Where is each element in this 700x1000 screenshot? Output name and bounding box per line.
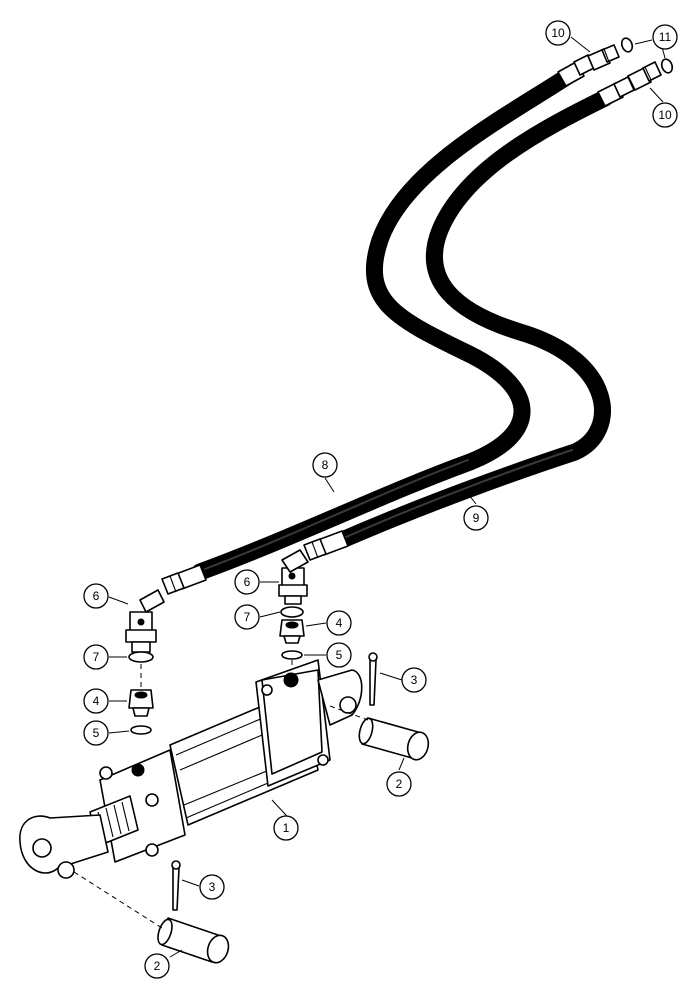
callout-3-right-label: 3: [411, 673, 418, 687]
o-ring-5-left: [130, 725, 152, 735]
callout-6-left-label: 6: [93, 589, 100, 603]
o-ring-5-right: [281, 650, 303, 660]
callout-5-right: 5: [326, 642, 352, 668]
callout-4-left-label: 4: [93, 694, 100, 708]
callout-4-right: 4: [326, 610, 352, 636]
callout-7-right-label: 7: [244, 610, 251, 624]
adapter-fitting-10-upper: [587, 44, 620, 71]
callout-5-left-label: 5: [93, 726, 100, 740]
pin-2-right: [358, 717, 430, 761]
adapter-4-right: [279, 619, 305, 644]
callout-6-right-label: 6: [244, 575, 251, 589]
adapter-fitting-10-lower: [627, 61, 662, 91]
hose-9: [333, 89, 614, 549]
callout-1-label: 1: [283, 821, 290, 835]
callout-5-left: 5: [83, 720, 109, 746]
callout-6-right: 6: [234, 569, 260, 595]
callout-5-right-label: 5: [336, 648, 343, 662]
o-ring-7-left: [128, 651, 154, 663]
callout-10-lower: 10: [652, 102, 678, 128]
callout-8: 8: [312, 452, 338, 478]
callout-2-right-label: 2: [396, 777, 403, 791]
callout-10-lower-label: 10: [658, 108, 672, 122]
callout-7-left-label: 7: [93, 650, 100, 664]
callout-9-label: 9: [473, 511, 480, 525]
o-ring-11-upper: [620, 37, 634, 53]
callout-9: 9: [463, 505, 489, 531]
assembly-line: [73, 871, 163, 929]
callout-11-label: 11: [659, 30, 672, 44]
hose-8: [191, 69, 574, 581]
hose-9-lower-fitting: [303, 530, 349, 561]
elbow-fitting-6-right: [278, 549, 309, 605]
callout-3-right: 3: [401, 667, 427, 693]
hydraulic-cylinder-1: [19, 659, 363, 879]
callout-10-upper: 10: [545, 20, 571, 46]
callout-7-right: 7: [234, 604, 260, 630]
callout-6-left: 6: [83, 583, 109, 609]
callout-4-left: 4: [83, 688, 109, 714]
callout-4-right-label: 4: [336, 616, 343, 630]
callout-8-label: 8: [322, 458, 329, 472]
cotter-pin-3-left: [171, 860, 181, 911]
pin-2-left: [157, 917, 230, 964]
o-ring-7-right: [280, 606, 304, 618]
callout-10-upper-label: 10: [551, 26, 565, 40]
o-ring-11-lower: [660, 58, 674, 74]
callout-2-left-label: 2: [154, 959, 161, 973]
hose-9-upper-fitting: [597, 76, 635, 107]
assembly-line: [329, 705, 369, 721]
callout-2-left: 2: [144, 953, 170, 979]
callout-2-right: 2: [386, 771, 412, 797]
callout-1: 1: [273, 815, 299, 841]
hose-8-lower-fitting: [161, 564, 207, 595]
callout-3-left: 3: [199, 874, 225, 900]
hose-8-upper-fitting: [557, 54, 595, 87]
leader-lines: [108, 36, 666, 958]
cotter-pin-3-right: [368, 652, 378, 706]
elbow-fitting-6-left: [125, 589, 165, 653]
callout-11: 11: [652, 24, 678, 50]
adapter-4-left: [128, 689, 154, 717]
callout-3-left-label: 3: [209, 880, 216, 894]
callout-7-left: 7: [83, 644, 109, 670]
